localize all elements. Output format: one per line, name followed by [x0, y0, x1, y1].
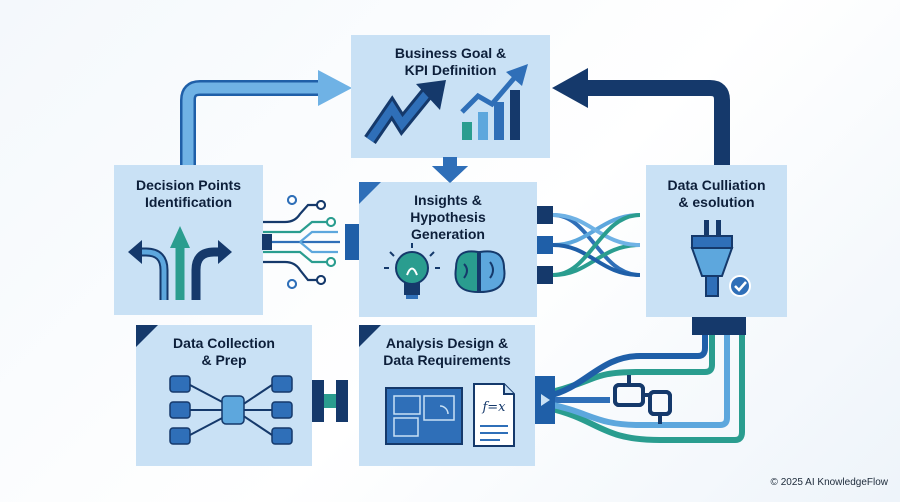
data-culliation-line1: Data Culliation [667, 177, 766, 193]
down-arrow [432, 157, 468, 183]
decision-points-line2: Identification [144, 194, 233, 210]
circuit-connector-left [262, 203, 340, 282]
data-collection-line2: & Prep [201, 352, 247, 368]
corner-accent [359, 325, 381, 347]
corner-accent [359, 182, 381, 204]
node-data-collection: Data Collection & Prep [136, 325, 312, 466]
node-analysis-design: Analysis Design & Data Requirements [359, 325, 535, 466]
pipe-valve-icon [613, 375, 672, 424]
node-insights: Insights & Hypothesis Generation [359, 182, 537, 317]
insights-line3: Generation [411, 226, 485, 242]
woven-connector-right [537, 206, 641, 284]
decision-points-line1: Decision Points [135, 177, 242, 193]
formula-label: f=x [482, 400, 506, 415]
business-goal-line1: Business Goal & [394, 45, 507, 61]
corner-accent [136, 325, 158, 347]
node-decision-points: Decision Points Identification [114, 165, 263, 315]
node-data-culliation: Data Culliation & esolution [646, 165, 787, 317]
loop-arrow-left [180, 70, 352, 175]
node-business-goal: Business Goal & KPI Definition [351, 35, 550, 158]
copyright-text: © 2025 AI KnowledgeFlow [770, 477, 888, 488]
data-culliation-line2: & esolution [678, 194, 755, 210]
insights-line1: Insights & [414, 192, 482, 208]
business-goal-line2: KPI Definition [404, 62, 497, 78]
loop-arrow-right [552, 68, 730, 168]
h-connector [312, 380, 348, 422]
analysis-design-line2: Data Requirements [383, 352, 511, 368]
data-collection-line1: Data Collection [173, 335, 275, 351]
insights-line2: Hypothesis [410, 209, 486, 225]
pipe-lines [547, 320, 745, 443]
analysis-design-line1: Analysis Design & [385, 335, 509, 351]
